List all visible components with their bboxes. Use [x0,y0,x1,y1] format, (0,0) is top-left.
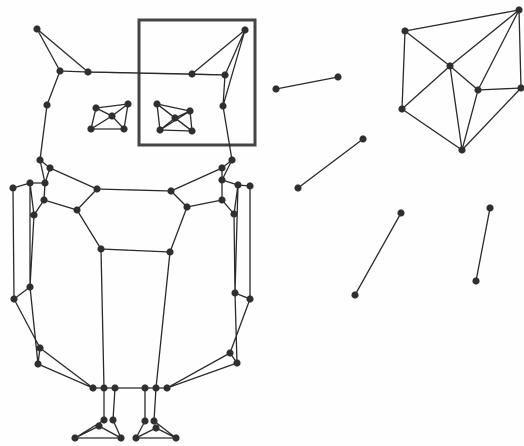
graph-node [241,26,248,33]
graph-node [218,196,225,203]
graph-node [56,67,63,74]
graph-node [156,126,163,133]
graph-node [41,179,48,186]
graph-node [166,248,173,255]
graph-node [87,125,94,132]
graph-node [186,107,193,114]
graph-node [26,179,33,186]
graph-node [351,291,358,298]
graph-node [36,156,43,163]
graph-node [272,85,279,92]
graph-node [472,277,479,284]
graph-node [183,203,190,210]
graph-node [233,359,240,366]
graph-node [398,105,405,112]
graph-node [46,164,53,171]
graph-node [167,187,174,194]
graph-node [397,209,404,216]
graph-node [221,71,228,78]
graph-node [111,384,118,391]
graph-node [152,384,159,391]
graph-node [152,424,159,431]
graph-node [73,206,80,213]
graph-node [132,434,139,441]
graph-node [10,295,17,302]
graph-node [163,384,170,391]
graph-node [26,283,33,290]
graph-node [294,184,301,191]
graph-node [95,422,102,429]
graph-node [124,100,131,107]
graph-node [33,25,40,32]
graph-node [30,211,37,218]
graph-node [474,86,481,93]
graph-node [171,114,178,121]
graph-node [234,181,241,188]
graph-node [93,185,100,192]
graph-node [246,182,253,189]
graph-node [188,70,195,77]
graph-node [92,104,99,111]
graph-node [40,196,47,203]
graph-node [172,434,179,441]
graph-node [246,295,253,302]
graph-node [34,360,41,367]
graph-node [120,125,127,132]
graph-node [97,245,104,252]
graph-node [89,384,96,391]
graph-node [100,416,107,423]
graph-node [219,102,226,109]
graph-node [36,344,43,351]
graph-node [141,384,148,391]
graph-node [458,146,465,153]
graph-node [141,417,148,424]
graph-node [71,434,78,441]
graph-node [150,417,157,424]
graph-node [108,112,115,119]
graph-node [446,62,453,69]
graph-node [117,434,124,441]
graph-node [100,384,107,391]
graph-node [218,164,225,171]
graph-node [230,210,237,217]
graph-node [109,416,116,423]
graph-node [231,289,238,296]
graph-node [188,127,195,134]
graph-node [515,6,522,13]
graph-node [401,27,408,34]
graph-node [486,204,493,211]
graph-node [359,135,366,142]
graph-node [43,101,50,108]
graph-node [226,349,233,356]
graph-node [9,184,16,191]
graph-node [218,176,225,183]
graph-node [153,100,160,107]
graph-node [84,68,91,75]
graph-node [228,156,235,163]
graph-node [334,73,341,80]
